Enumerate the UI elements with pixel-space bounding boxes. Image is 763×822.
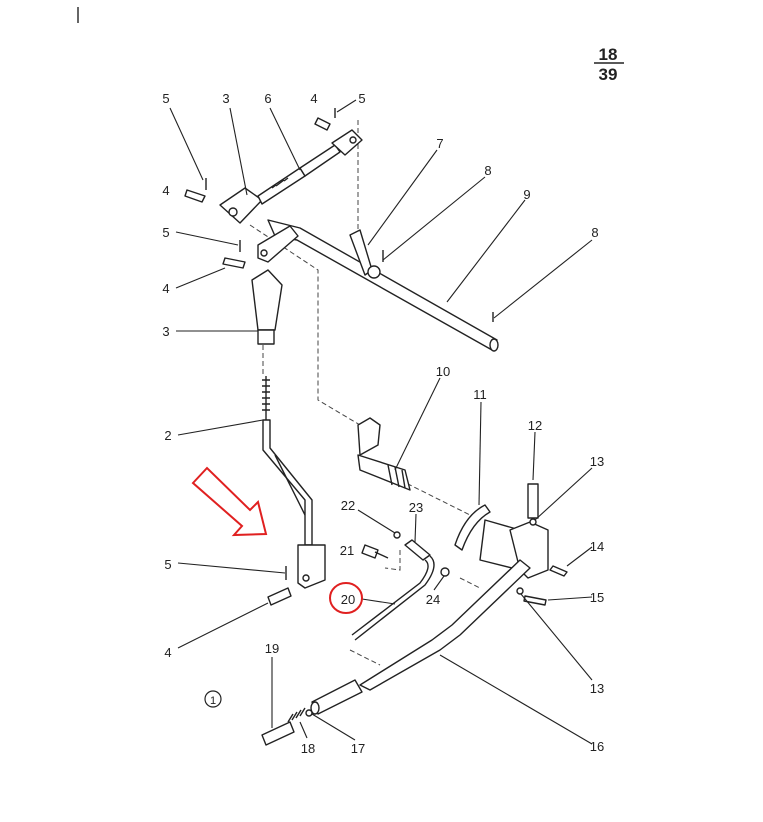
callout-19: 19 (265, 641, 279, 656)
callout-7: 7 (436, 136, 443, 151)
svg-text:39: 39 (599, 65, 618, 84)
leader-lines (169, 99, 593, 745)
callout-13: 13 (590, 454, 604, 469)
svg-text:18: 18 (599, 45, 618, 64)
pedal (261, 559, 531, 746)
callout-22: 22 (341, 498, 355, 513)
callout-16: 16 (590, 739, 604, 754)
callout-6: 6 (264, 91, 271, 106)
page-number: 18 39 (594, 45, 624, 84)
callout-17: 17 (351, 741, 365, 756)
spline-lever (357, 417, 568, 606)
callout-3: 3 (222, 91, 229, 106)
callout-21: 21 (340, 543, 354, 558)
svg-text:1: 1 (210, 695, 216, 707)
callout-2: 2 (164, 428, 171, 443)
callout-20: 20 (341, 592, 355, 607)
cross-shaft (222, 219, 499, 352)
callout-15: 15 (590, 590, 604, 605)
callout-9: 9 (523, 187, 530, 202)
callout-4: 4 (162, 281, 169, 296)
callout-14: 14 (590, 539, 604, 554)
callout-11: 11 (473, 387, 487, 402)
callout-8: 8 (591, 225, 598, 240)
callout-8: 8 (484, 163, 491, 178)
callout-24: 24 (426, 592, 440, 607)
callout-13: 13 (590, 681, 604, 696)
red-arrow-annotation (191, 466, 268, 537)
small-parts (351, 531, 450, 641)
lever (262, 419, 326, 606)
callout-5: 5 (358, 91, 365, 106)
callout-18: 18 (301, 741, 315, 756)
figure-marker: 1 (204, 690, 222, 708)
callout-23: 23 (409, 500, 423, 515)
callout-10: 10 (436, 364, 450, 379)
callout-4: 4 (310, 91, 317, 106)
red-circle-highlight (329, 582, 363, 614)
callout-5: 5 (162, 91, 169, 106)
tie-rod-assembly (184, 108, 363, 224)
clevis (251, 269, 283, 420)
assembly-lines (249, 120, 481, 666)
callout-4: 4 (164, 645, 171, 660)
callout-5: 5 (162, 225, 169, 240)
callouts: 5 3 6 4 5 7 8 9 8 4 5 4 3 10 11 12 13 2 … (162, 91, 604, 756)
callout-4: 4 (162, 183, 169, 198)
callout-3: 3 (162, 324, 169, 339)
callout-12: 12 (528, 418, 542, 433)
callout-5: 5 (164, 557, 171, 572)
